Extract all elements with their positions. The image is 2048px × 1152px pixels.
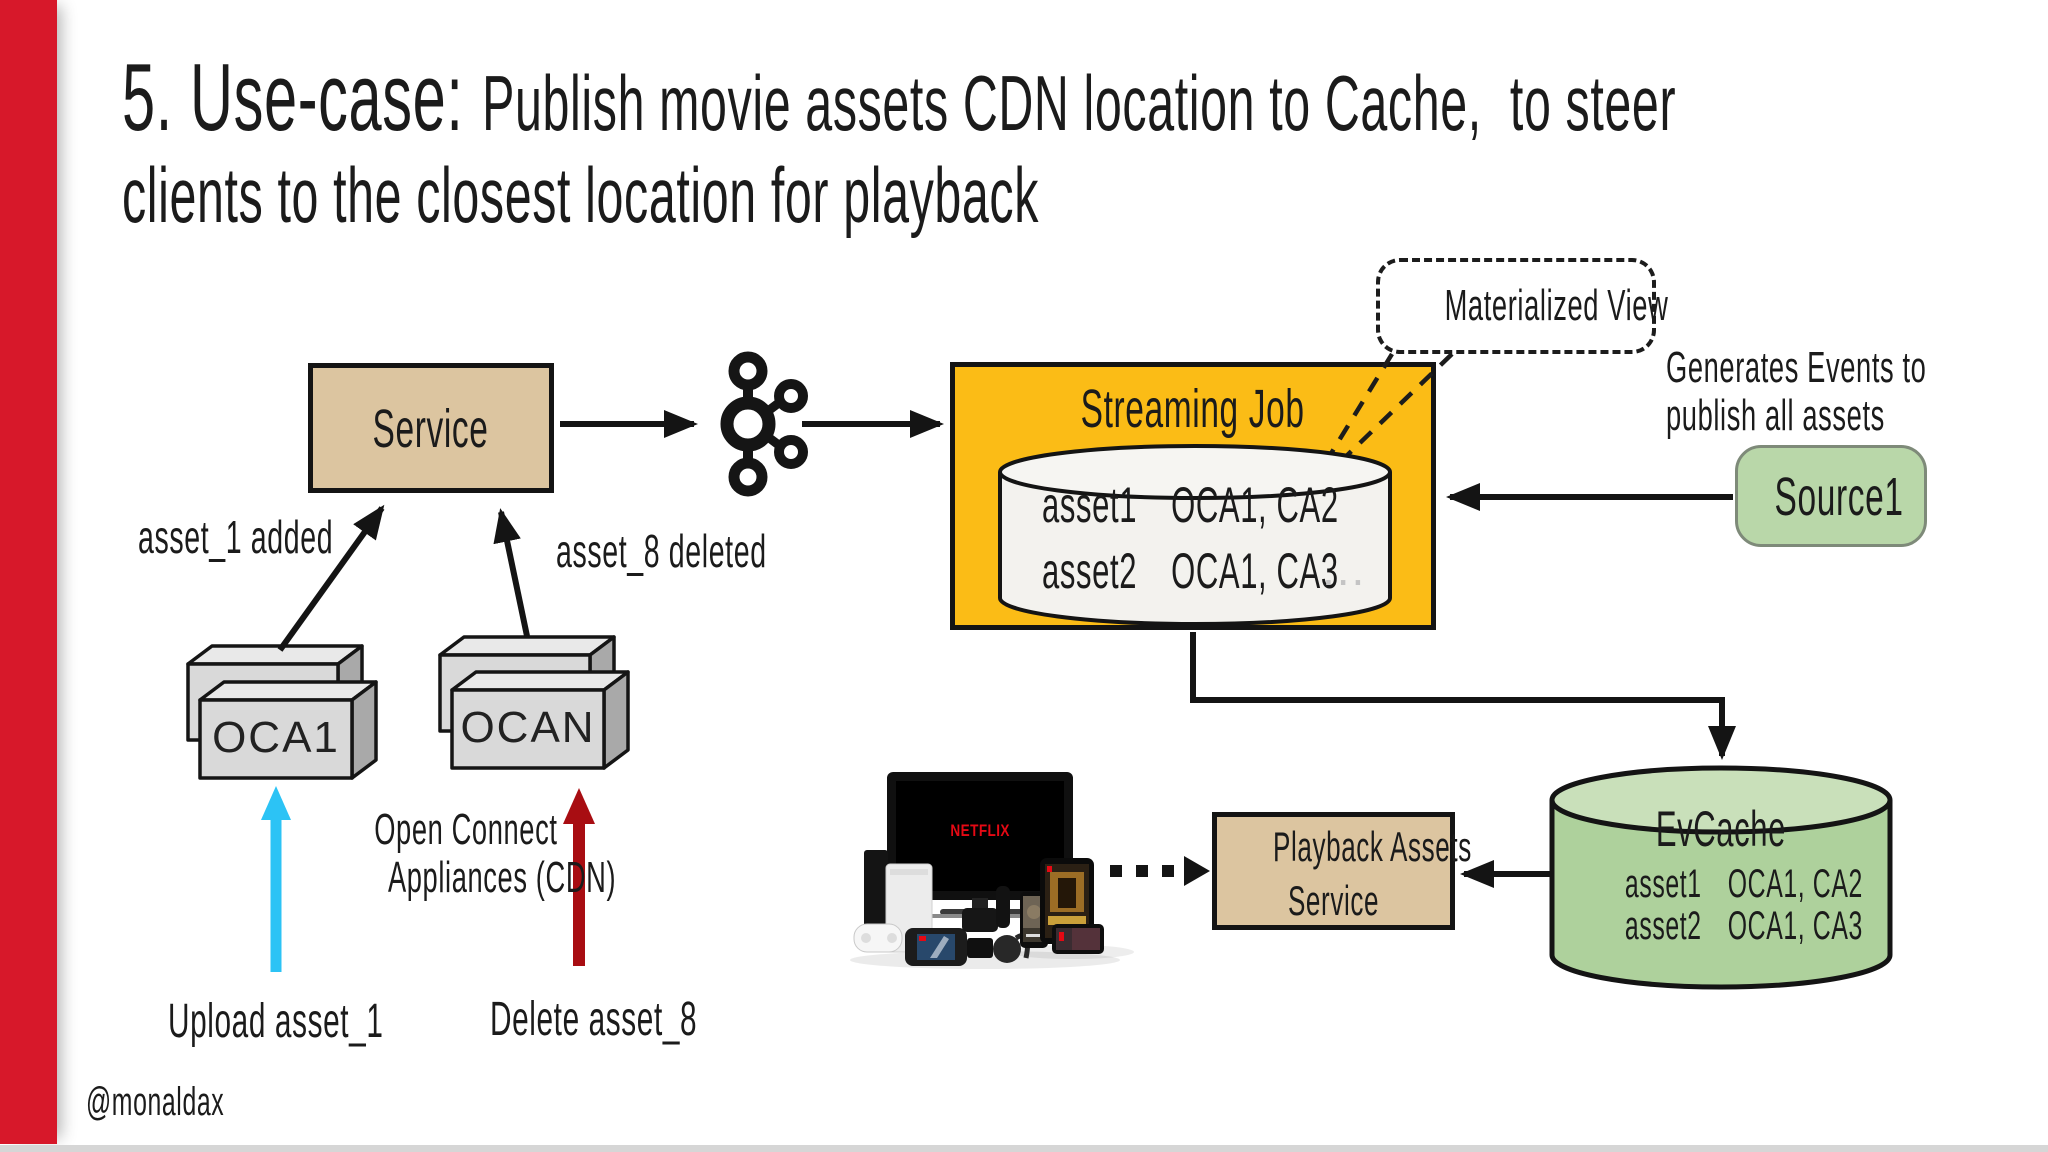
slide-accent-bar: [0, 0, 57, 1144]
slide-title-line2: clients to the closest location for play…: [122, 151, 1040, 239]
kafka-icon: [720, 351, 808, 497]
phone-portrait: [1020, 892, 1048, 948]
source-box-label: Source1: [1774, 467, 1904, 527]
evcache-title: EvCache: [1655, 801, 1787, 857]
view-rows-ellipsis: ...: [1322, 543, 1367, 595]
apple-tv: [962, 908, 998, 932]
service-box-label: Service: [373, 399, 489, 459]
upload-arrow: [261, 786, 291, 972]
ocan-label: OCAN: [460, 703, 596, 752]
upload-asset-label: Upload asset_1: [168, 995, 384, 1048]
white-console: [885, 863, 933, 953]
materialized-view-label: Materialized View: [1444, 281, 1669, 330]
oca1-label: OCA1: [212, 713, 340, 762]
delete-asset-label: Delete asset_8: [490, 993, 698, 1046]
devices-illustration: [850, 772, 1134, 969]
asset-added-label: asset_1 added: [138, 511, 334, 563]
title-number: 5. Use-case:: [122, 44, 464, 151]
game-controller: [853, 923, 903, 953]
tv-remote: [996, 886, 1010, 928]
service-box: [308, 363, 554, 493]
source-box: [1735, 445, 1927, 547]
playback-assets-service-box: [1212, 812, 1455, 930]
playback-label-line2: Service: [1287, 877, 1380, 924]
asset-deleted-label: asset_8 deleted: [556, 525, 767, 577]
phone-landscape: [1052, 924, 1104, 954]
oca-caption-line1: Open Connect: [374, 805, 558, 854]
netflix-logo: NETFLIX: [950, 821, 1010, 840]
materialized-view-callout: [1376, 258, 1656, 354]
slide-title-line1: 5. Use-case:Publish movie assets CDN loc…: [122, 50, 2048, 146]
arrow-devices-to-playback: [1110, 856, 1210, 886]
tablet: [1040, 858, 1094, 944]
streaming-job-title: Streaming Job: [1081, 379, 1305, 439]
oca-caption-line2: Appliances (CDN): [387, 853, 617, 902]
arrow-ocan-to-service: [493, 508, 530, 637]
slide-bottom-edge: [0, 1145, 2048, 1152]
source-caption-line1: Generates Events to: [1666, 343, 1927, 392]
title-text: Publish movie assets CDN location to Cac…: [482, 59, 1677, 147]
arrow-streaming-job-to-evcache: [1190, 632, 1736, 760]
game-console-tower: [864, 850, 888, 952]
gamepad: [905, 928, 967, 966]
author-handle: @monaldax: [86, 1080, 225, 1124]
streaming-box: [967, 938, 993, 958]
chromecast: [993, 935, 1021, 963]
playback-label-line1: Playback Assets: [1272, 823, 1472, 870]
source-caption-line2: publish all assets: [1666, 391, 1885, 440]
